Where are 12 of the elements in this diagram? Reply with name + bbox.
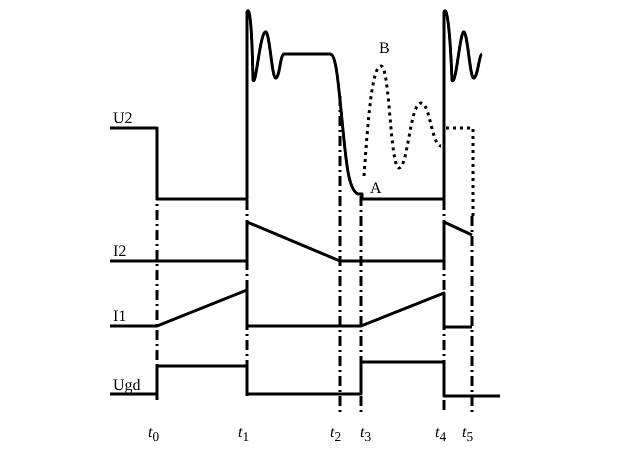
curve-label: A [370, 180, 382, 198]
time-label: t$_{5}$ [462, 424, 474, 446]
signal-label: I2 [113, 243, 126, 261]
curve-label: B [379, 40, 390, 58]
time-label: t$_{3}$ [360, 424, 372, 446]
time-label: t$_{2}$ [330, 424, 342, 446]
signal-label: I1 [113, 308, 126, 326]
time-label: t$_{4}$ [435, 424, 446, 446]
time-label: t$_{1}$ [238, 424, 250, 446]
signal-label: U2 [113, 110, 133, 128]
signal-label: Ugd [113, 377, 141, 395]
time-label: t$_{0}$ [148, 424, 160, 446]
